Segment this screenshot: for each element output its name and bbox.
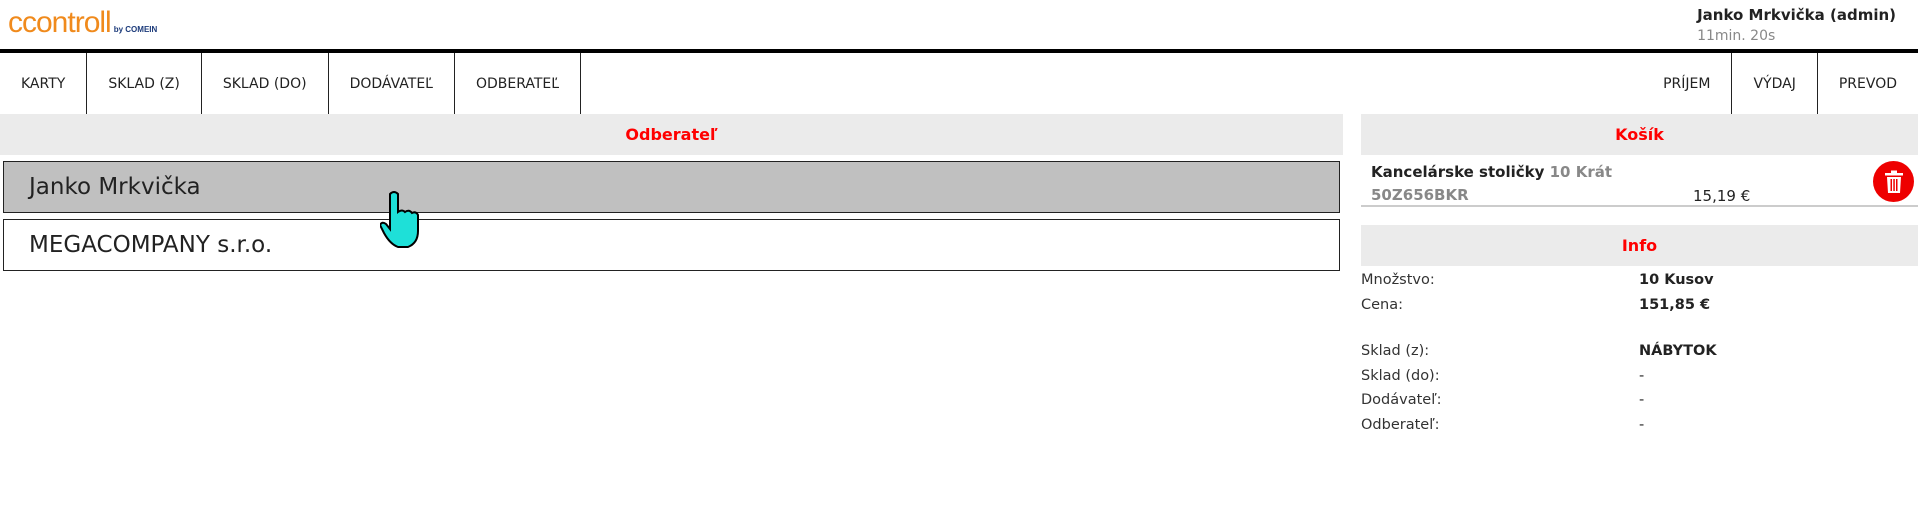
nav-vydaj[interactable]: VÝDAJ [1731, 53, 1816, 114]
nav-prijem[interactable]: PRÍJEM [1663, 75, 1711, 92]
nav-karty[interactable]: KARTY [0, 53, 88, 114]
nav-odberatel[interactable]: ODBERATEĽ [455, 53, 582, 114]
nav-dodavatel[interactable]: DODÁVATEĽ [329, 53, 455, 114]
info-title: Info [1361, 225, 1918, 266]
trash-icon[interactable] [1873, 161, 1914, 202]
customer-panel: Odberateľ Janko Mrkvička MEGACOMPANY s.r… [0, 114, 1343, 271]
cart-title: Košík [1361, 114, 1918, 155]
user-name: Janko Mrkvička (admin) [1697, 6, 1896, 24]
list-item[interactable]: MEGACOMPANY s.r.o. [3, 219, 1340, 271]
main-nav: KARTY SKLAD (Z) SKLAD (DO) DODÁVATEĽ ODB… [0, 53, 1918, 114]
info-row: Množstvo:10 Kusov [1361, 272, 1714, 289]
cart-item-code: 50Z656BKR [1371, 186, 1469, 204]
info-row: Odberateľ:- [1361, 416, 1645, 433]
nav-sklad-z[interactable]: SKLAD (Z) [87, 53, 202, 114]
info-row: Sklad (do):- [1361, 367, 1645, 384]
session-timer: 11min. 20s [1697, 28, 1776, 44]
cart-item-name: Kancelárske stoličky [1371, 163, 1545, 181]
nav-sklad-do[interactable]: SKLAD (DO) [202, 53, 329, 114]
hand-cursor-icon [380, 191, 419, 248]
list-item[interactable]: Janko Mrkvička [3, 161, 1340, 213]
user-info: Janko Mrkvička (admin) 11min. 20s [1697, 6, 1896, 44]
info-row: Cena:151,85 € [1361, 296, 1711, 313]
section-title: Odberateľ [0, 114, 1343, 155]
side-panel: Košík Kancelárske stoličky 10 Krát 50Z65… [1361, 114, 1918, 437]
info-row: Sklad (z):NÁBYTOK [1361, 343, 1717, 360]
info-row: Dodávateľ:- [1361, 392, 1645, 409]
nav-prevod[interactable]: PREVOD [1816, 53, 1918, 114]
info-table: Množstvo:10 Kusov Cena:151,85 € Sklad (z… [1361, 268, 1918, 437]
cart-item-qty: 10 Krát [1549, 163, 1613, 181]
cart-item: Kancelárske stoličky 10 Krát 50Z656BKR 1… [1361, 155, 1918, 207]
divider [0, 49, 1918, 53]
cart-item-price: 15,19 € [1693, 187, 1751, 205]
